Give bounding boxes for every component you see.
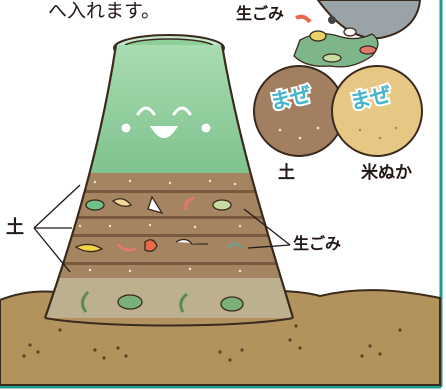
garbage-leader-lines [243,208,291,249]
rice-bran-ball [331,65,423,157]
raw-garbage-label-right: 生ごみ [293,234,342,253]
intro-text: へ入れます。 [48,0,161,22]
leaves-bottom [81,290,244,313]
raw-garbage-label-top: 生ごみ [236,4,285,23]
soil-label-right: 土 [278,163,295,183]
bucket [316,0,422,40]
soil-ball [253,65,345,157]
garbage-layer-lower [74,238,244,253]
container-face [121,106,211,138]
soil-leader-lines [33,184,81,273]
falling-garbage [293,14,379,68]
ground-speckles [22,324,402,362]
rice-bran-label: 米ぬか [361,163,412,183]
garbage-layer-upper [85,195,232,215]
soil-label-left: 土 [6,217,24,238]
